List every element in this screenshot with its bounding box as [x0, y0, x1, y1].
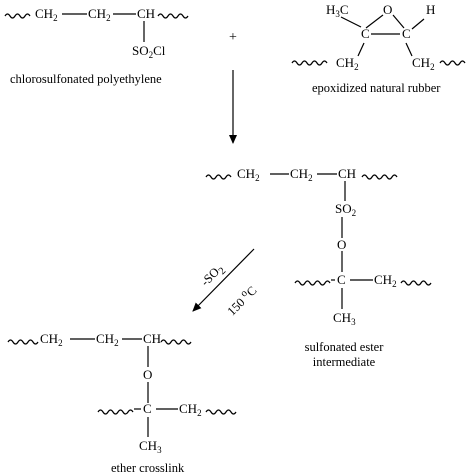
- plus-sign: +: [229, 30, 237, 45]
- enr-caption: epoxidized natural rubber: [312, 81, 441, 95]
- wavy-chain-end: [4, 13, 31, 19]
- wavy-chain-end: [294, 280, 331, 286]
- int-ch3: CH3: [333, 310, 356, 327]
- enr-h3c: H3C: [326, 2, 349, 19]
- prod-ch: CH: [143, 331, 162, 346]
- int-ch2: CH2: [374, 272, 397, 289]
- bond: [340, 16, 362, 28]
- reaction-arrow-diagonal: [192, 248, 255, 312]
- cspe-so2cl: SO2Cl: [132, 43, 166, 60]
- int-caption-line2: intermediate: [312, 355, 376, 369]
- int-c: C: [337, 272, 346, 287]
- int-ch2-a: CH2: [237, 166, 260, 183]
- cspe-ch2-a: CH2: [35, 6, 58, 23]
- cspe-caption: chlorosulfonated polyethylene: [10, 72, 162, 86]
- bond: [357, 42, 365, 57]
- bond: [365, 14, 384, 29]
- wavy-chain-end: [157, 13, 189, 19]
- wavy-chain-end: [291, 60, 328, 66]
- bond: [405, 42, 413, 57]
- prod-ch2: CH2: [179, 401, 202, 418]
- cspe-ch2-b: CH2: [88, 6, 111, 23]
- prod-ch3: CH3: [139, 438, 162, 455]
- enr-ch2-right: CH2: [412, 55, 435, 72]
- wavy-chain-end: [205, 409, 237, 415]
- int-caption-line1: sulfonated ester: [304, 340, 384, 354]
- int-ch2-b: CH2: [290, 166, 313, 183]
- cspe-ch: CH: [137, 6, 156, 21]
- int-caption: sulfonated ester intermediate: [290, 340, 398, 370]
- wavy-chain-end: [7, 339, 39, 345]
- bond: [411, 18, 425, 30]
- enr-epoxide-o: O: [383, 2, 393, 17]
- prod-o: O: [143, 367, 153, 382]
- prod-caption: ether crosslink: [111, 461, 185, 475]
- prod-ch2-a: CH2: [40, 331, 63, 348]
- bond: [392, 14, 405, 29]
- enr-ch2-left: CH2: [336, 55, 359, 72]
- int-o: O: [337, 237, 347, 252]
- wavy-chain-end: [97, 409, 134, 415]
- wavy-chain-end: [160, 339, 192, 345]
- enr-c1: C: [361, 26, 370, 41]
- wavy-chain-end: [361, 174, 398, 180]
- wavy-chain-end: [439, 60, 466, 66]
- int-ch: CH: [338, 166, 357, 181]
- wavy-chain-end: [205, 174, 232, 180]
- enr-c2: C: [402, 26, 411, 41]
- wavy-chain-end: [400, 280, 432, 286]
- prod-ch2-b: CH2: [96, 331, 119, 348]
- enr-h: H: [426, 2, 436, 17]
- int-so2: SO2: [335, 201, 357, 218]
- prod-c: C: [143, 401, 152, 416]
